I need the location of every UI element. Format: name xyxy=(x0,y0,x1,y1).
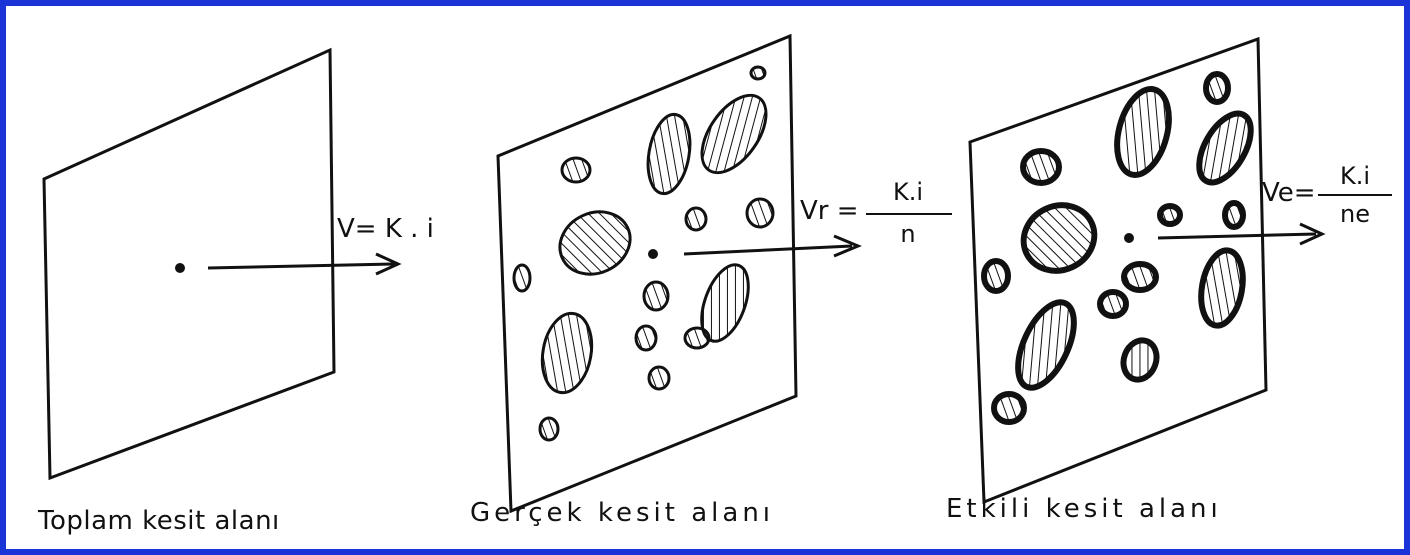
caption-effective-cross-section: Etkili kesit alanı xyxy=(946,494,1222,524)
real-velocity-denominator: n xyxy=(900,220,916,248)
real-velocity-numerator: K.i xyxy=(892,178,924,206)
panel-real xyxy=(496,33,862,514)
caption-real-cross-section: Gerçek kesit alanı xyxy=(470,498,775,528)
panel-total xyxy=(42,47,402,481)
effective-velocity-denominator: ne xyxy=(1340,200,1370,228)
effective-velocity-lhs: Ve= xyxy=(1262,178,1316,208)
real-velocity-fraction-bar xyxy=(866,213,952,215)
velocity-equation: V= K . i xyxy=(337,214,434,244)
cross-section-diagram xyxy=(42,33,1326,514)
caption-total-cross-section: Toplam kesit alanı xyxy=(38,506,280,536)
panel-effective xyxy=(968,36,1326,505)
real-velocity-lhs: Vr = xyxy=(800,196,859,226)
effective-velocity-numerator: K.i xyxy=(1339,162,1371,190)
effective-velocity-fraction-bar xyxy=(1318,194,1392,196)
